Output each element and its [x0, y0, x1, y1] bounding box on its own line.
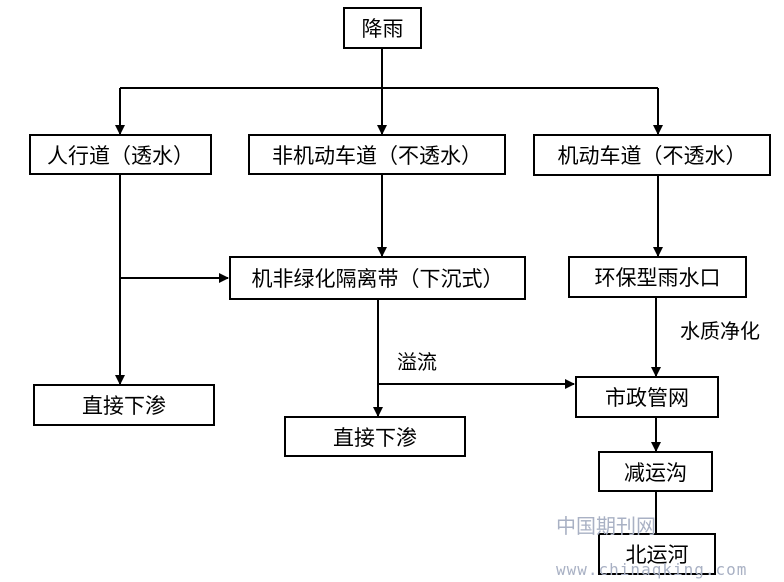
node-north-canal-label: 北运河 [625, 543, 689, 567]
node-north-canal: 北运河 [598, 533, 716, 575]
node-infiltrate-mid: 直接下渗 [284, 416, 466, 457]
node-rain-label: 降雨 [361, 17, 404, 41]
watermark-cn: 中国期刊网 [556, 514, 656, 538]
watermark-url: www.chinaqking.com [556, 560, 748, 579]
node-infiltrate-left-label: 直接下渗 [82, 394, 166, 418]
node-motor-lane-label: 机动车道（不透水） [557, 144, 747, 168]
node-municipal-network: 市政管网 [575, 376, 719, 418]
node-rain: 降雨 [343, 7, 422, 49]
node-green-belt-label: 机非绿化隔离带（下沉式） [251, 267, 504, 291]
node-reduce-channel: 减运沟 [598, 451, 713, 492]
node-infiltrate-mid-label: 直接下渗 [333, 425, 417, 450]
node-reduce-channel-label: 减运沟 [624, 460, 687, 485]
node-eco-inlet: 环保型雨水口 [568, 256, 747, 298]
node-sidewalk-label: 人行道（透水） [47, 143, 194, 168]
node-sidewalk: 人行道（透水） [29, 134, 212, 175]
node-non-motor-lane-label: 非机动车道（不透水） [272, 143, 482, 168]
node-municipal-network-label: 市政管网 [605, 386, 689, 410]
node-green-belt: 机非绿化隔离带（下沉式） [229, 256, 526, 300]
node-infiltrate-left: 直接下渗 [33, 384, 215, 426]
edge-label-water-purification: 水质净化 [680, 319, 760, 343]
node-motor-lane: 机动车道（不透水） [533, 134, 771, 176]
node-non-motor-lane: 非机动车道（不透水） [248, 134, 506, 175]
node-eco-inlet-label: 环保型雨水口 [594, 266, 721, 290]
edge-label-overflow: 溢流 [397, 350, 437, 374]
